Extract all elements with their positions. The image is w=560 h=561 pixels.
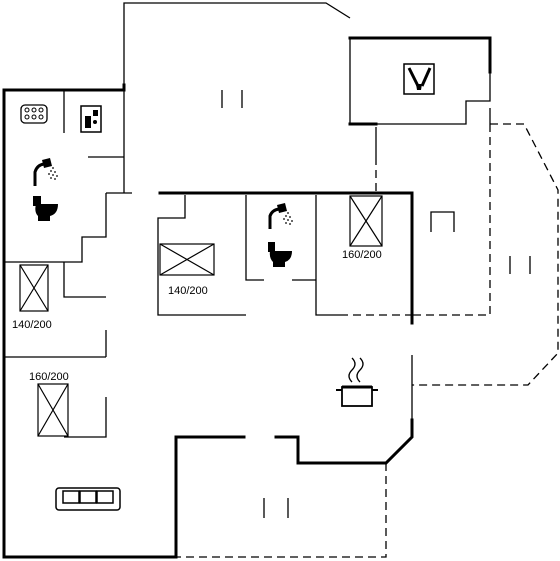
thin-walls xyxy=(4,2,491,438)
toilet-icon xyxy=(268,242,292,267)
bed-left-single xyxy=(19,264,49,312)
shower-icon xyxy=(33,158,58,186)
dashed-lines xyxy=(176,123,559,558)
bed-label-left-single: 140/200 xyxy=(12,319,52,331)
toilet-icon xyxy=(33,196,58,221)
shower-icon xyxy=(268,203,293,229)
bed-center xyxy=(159,243,215,276)
bed-label-left-double: 160/200 xyxy=(29,371,69,383)
hot-tub-icon xyxy=(20,104,48,124)
bed-left-double xyxy=(37,383,69,437)
washing-machine-icon xyxy=(80,105,102,133)
thick-walls xyxy=(2,36,492,559)
sofa-icon xyxy=(55,487,121,511)
bed-right xyxy=(349,195,383,247)
fireplace-icon xyxy=(221,90,531,518)
utility-tools-icon xyxy=(403,63,435,95)
bed-label-right: 160/200 xyxy=(342,249,382,261)
bed-label-center: 140/200 xyxy=(168,285,208,297)
stove-pot-icon xyxy=(336,357,378,407)
